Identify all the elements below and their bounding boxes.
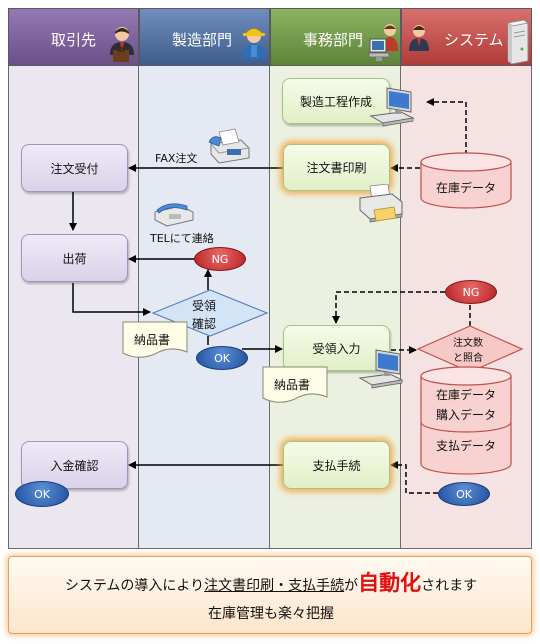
footer-underlined: 注文書印刷・支払手続 — [204, 578, 345, 594]
delivery-slip-manufacturing: 納品書 — [134, 333, 171, 347]
footer-line1: システムの導入により注文書印刷・支払手続が自動化されます — [9, 567, 533, 597]
computer-icon-top — [369, 87, 415, 127]
ng-oval-system: NG — [445, 280, 497, 304]
computer-server-icon — [507, 19, 529, 65]
delivery-slip-office: 納品書 — [274, 378, 311, 392]
compare-label-line1: 注文数 — [453, 338, 483, 349]
ng-oval-manufacturing: NG — [194, 247, 246, 271]
lane-client-header: 取引先 — [8, 8, 139, 66]
delivery-slip-doc-office-shape — [262, 366, 328, 403]
lane-office-header: 事務部門 — [270, 8, 401, 66]
computer-icon-mid — [358, 349, 404, 389]
process-create-box: 製造工程作成 — [282, 78, 390, 124]
lane-system-header: システム — [401, 8, 532, 66]
check-label-line2: 確認 — [192, 317, 217, 331]
lane-client-title: 取引先 — [51, 31, 97, 49]
lane-office-title: 事務部門 — [303, 31, 364, 49]
office-worker-icon — [368, 24, 398, 61]
footer-banner: システムの導入により注文書印刷・支払手続が自動化されます 在庫管理も楽々把握 — [8, 556, 532, 634]
lane-manufacturing-header: 製造部門 — [139, 8, 270, 66]
ok-oval-system: OK — [438, 482, 490, 506]
payment-proc-box: 支払手続 — [283, 441, 390, 489]
inventory-cylinder-shape — [420, 152, 512, 209]
delivery-slip-doc-shape — [122, 321, 188, 358]
inventory-data-label: 在庫データ — [435, 181, 496, 195]
worker-icon — [242, 28, 266, 59]
receive-input-box: 受領入力 — [283, 325, 390, 371]
footer-line2: 在庫管理も楽々把握 — [208, 606, 334, 622]
footer-suffix: されます — [421, 578, 478, 594]
lane-system-title: システム — [444, 31, 504, 49]
data-stack-cylinder-shape — [420, 366, 512, 475]
lane-manufacturing-title: 製造部門 — [172, 31, 233, 49]
footer-mid: が — [344, 578, 359, 594]
payment-data-label: 支払データ — [435, 439, 496, 453]
inventory-purchase-line2: 購入データ — [435, 408, 496, 422]
telephone-icon — [154, 203, 194, 227]
order-print-box: 注文書印刷 — [283, 144, 390, 191]
server-icon — [409, 25, 429, 51]
printer-icon — [359, 184, 403, 223]
fax-order-label: FAX注文 — [155, 152, 198, 165]
business-person-icon — [110, 27, 134, 62]
client-ok-oval: OK — [15, 481, 69, 507]
tel-contact-label: TELにて連絡 — [150, 232, 214, 245]
compare-label-line2: と照合 — [453, 353, 483, 364]
footer-prefix: システムの導入により — [64, 578, 205, 594]
shipping-box: 出荷 — [21, 234, 128, 282]
fax-machine-icon — [208, 128, 250, 164]
ok-oval-manufacturing: OK — [196, 346, 248, 370]
check-label-line1: 受領 — [192, 299, 217, 313]
footer-emphasis: 自動化 — [358, 571, 422, 595]
inventory-purchase-line1: 在庫データ — [435, 388, 496, 402]
compare-diamond-shape — [416, 325, 524, 373]
order-receipt-box: 注文受付 — [21, 144, 128, 192]
